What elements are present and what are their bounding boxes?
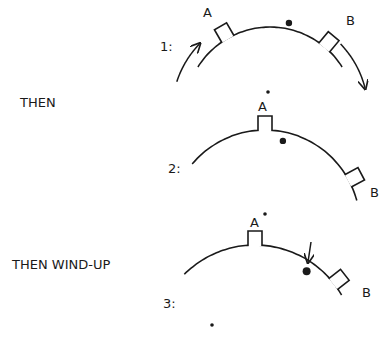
tab [345,168,365,187]
rim-arc [192,130,357,200]
tab-letter: B [370,186,379,199]
tab-letter: B [346,14,355,27]
centre-dot [263,212,267,216]
rotor-sketch [184,231,349,327]
rotation-arrow [340,44,365,88]
rotation-arrow [177,44,200,82]
centre-dot [266,90,270,94]
tab [258,116,272,131]
marker-dot [286,20,292,26]
rotor-sketch [177,20,365,94]
tab [214,23,234,43]
marker-dot [280,138,286,144]
tab [319,32,339,52]
step-number: 3: [163,297,176,310]
rotor-sketch [192,116,364,216]
tab-letter: A [203,6,212,19]
centre-dot [210,323,214,327]
rim-arc [184,245,341,295]
marker-dot [303,267,311,275]
tab [329,269,349,289]
step-number: 1: [160,40,173,53]
tab-letter: A [250,216,259,229]
step-number: 2: [168,162,181,175]
note: THEN WIND-UP [12,258,110,271]
tab-letter: A [258,100,267,113]
wind-arrow [308,242,311,262]
tab [248,231,262,246]
tab-letter: B [362,286,371,299]
note: THEN [20,96,56,109]
